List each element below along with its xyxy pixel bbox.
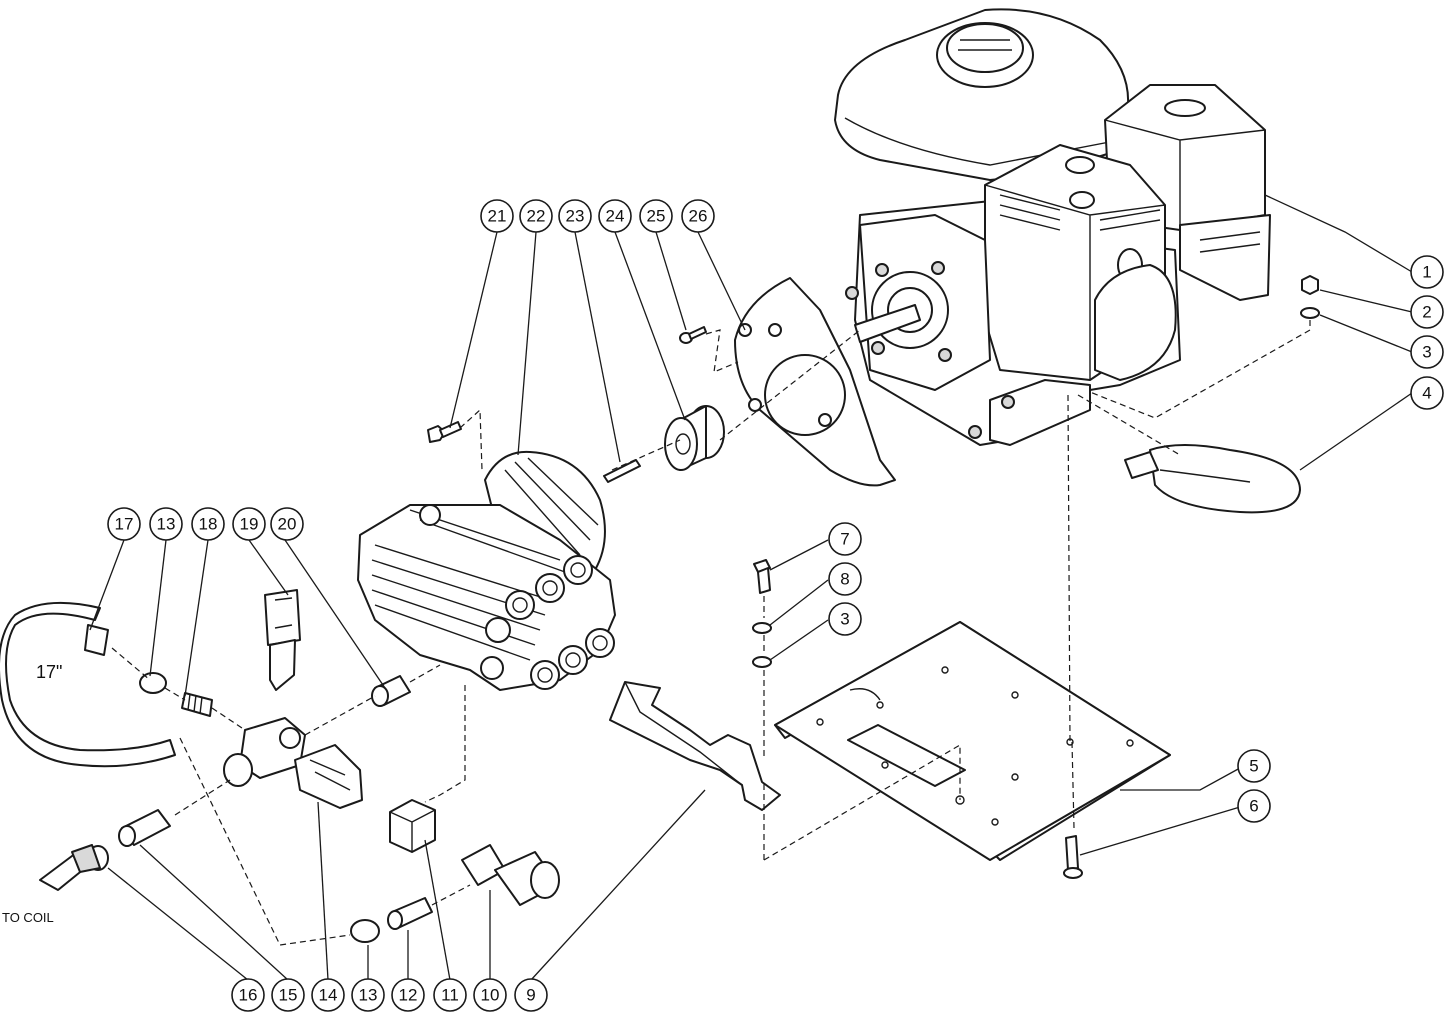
callout-24: 24 [598, 199, 632, 233]
svg-text:8: 8 [840, 570, 849, 589]
svg-text:25: 25 [647, 207, 666, 226]
unloader-valve [223, 717, 363, 809]
svg-text:21: 21 [488, 207, 507, 226]
base-plate-bolt [1063, 835, 1083, 879]
callout-26: 26 [681, 199, 715, 233]
svg-text:3: 3 [1422, 343, 1431, 362]
engine-nut [1301, 275, 1319, 295]
hose-nipple [181, 692, 213, 717]
callout-13b: 13 [351, 978, 385, 1012]
svg-text:4: 4 [1422, 384, 1431, 403]
block-tee [389, 799, 436, 853]
callout-12: 12 [391, 978, 425, 1012]
svg-text:5: 5 [1249, 757, 1258, 776]
callout-14: 14 [311, 978, 345, 1012]
svg-text:7: 7 [840, 530, 849, 549]
to-coil-label: TO COIL [2, 910, 54, 925]
shaft-key [603, 459, 641, 483]
svg-text:10: 10 [481, 986, 500, 1005]
callout-3: 3 [1410, 335, 1444, 369]
mount-screw [679, 326, 707, 344]
svg-text:26: 26 [689, 207, 708, 226]
callout-9: 9 [514, 978, 548, 1012]
chemical-injector [264, 589, 301, 691]
pump-bolt [427, 421, 462, 443]
callout-18: 18 [191, 507, 225, 541]
callout-16: 16 [231, 978, 265, 1012]
callout-7: 7 [828, 522, 862, 556]
inlet-hose [0, 601, 176, 768]
callout-11: 11 [433, 978, 467, 1012]
callout-15: 15 [271, 978, 305, 1012]
svg-text:2: 2 [1422, 303, 1431, 322]
callout-22: 22 [519, 199, 553, 233]
svg-text:20: 20 [278, 515, 297, 534]
callout-6: 6 [1237, 789, 1271, 823]
svg-text:6: 6 [1249, 797, 1258, 816]
callout-20: 20 [270, 507, 304, 541]
hose-length-label: 17" [36, 662, 62, 682]
callout-10: 10 [473, 978, 507, 1012]
fuel-hose [1124, 444, 1301, 514]
callout-19: 19 [232, 507, 266, 541]
pump-head-assembly [357, 450, 616, 691]
engine-washer [1300, 307, 1320, 319]
lock-washer [752, 622, 772, 634]
coil-nipple [39, 844, 109, 891]
engine [834, 8, 1271, 446]
base-plate [774, 621, 1171, 861]
svg-text:19: 19 [240, 515, 259, 534]
callout-2: 2 [1410, 295, 1444, 329]
base-bolt [753, 559, 771, 594]
pump-outlet-fitting [371, 675, 411, 707]
svg-text:13: 13 [157, 515, 176, 534]
elbow-fitting [387, 897, 433, 930]
leader-lines [89, 194, 1413, 981]
callout-bubbles: 1 2 3 4 5 6 7 8 3 9 10 11 12 13 14 15 16… [107, 199, 1444, 1012]
callout-25: 25 [639, 199, 673, 233]
svg-text:12: 12 [399, 986, 418, 1005]
callout-23: 23 [558, 199, 592, 233]
thermal-relief-valve [461, 844, 560, 906]
assembly-lines [111, 320, 1311, 946]
callout-17: 17 [107, 507, 141, 541]
svg-text:18: 18 [199, 515, 218, 534]
svg-text:16: 16 [239, 986, 258, 1005]
hose-clamp-upper [139, 672, 167, 694]
svg-text:24: 24 [606, 207, 625, 226]
svg-text:17: 17 [115, 515, 134, 534]
svg-text:13: 13 [359, 986, 378, 1005]
svg-text:3: 3 [840, 610, 849, 629]
svg-text:1: 1 [1422, 263, 1431, 282]
svg-text:22: 22 [527, 207, 546, 226]
svg-text:14: 14 [319, 986, 338, 1005]
flat-washer [752, 656, 772, 668]
callout-5: 5 [1237, 749, 1271, 783]
quick-coupler [118, 809, 171, 847]
callout-3b: 3 [828, 602, 862, 636]
callout-4: 4 [1410, 376, 1444, 410]
engine-mount-flange [734, 277, 896, 487]
svg-text:9: 9 [526, 986, 535, 1005]
svg-text:15: 15 [279, 986, 298, 1005]
callout-13a: 13 [149, 507, 183, 541]
pump-support-bracket [609, 681, 781, 811]
callout-1: 1 [1410, 255, 1444, 289]
hose-clamp-lower [350, 919, 380, 943]
callout-8: 8 [828, 562, 862, 596]
svg-text:11: 11 [441, 986, 459, 1005]
shaft-coupler [664, 405, 725, 471]
svg-text:23: 23 [566, 207, 585, 226]
callout-21: 21 [480, 199, 514, 233]
